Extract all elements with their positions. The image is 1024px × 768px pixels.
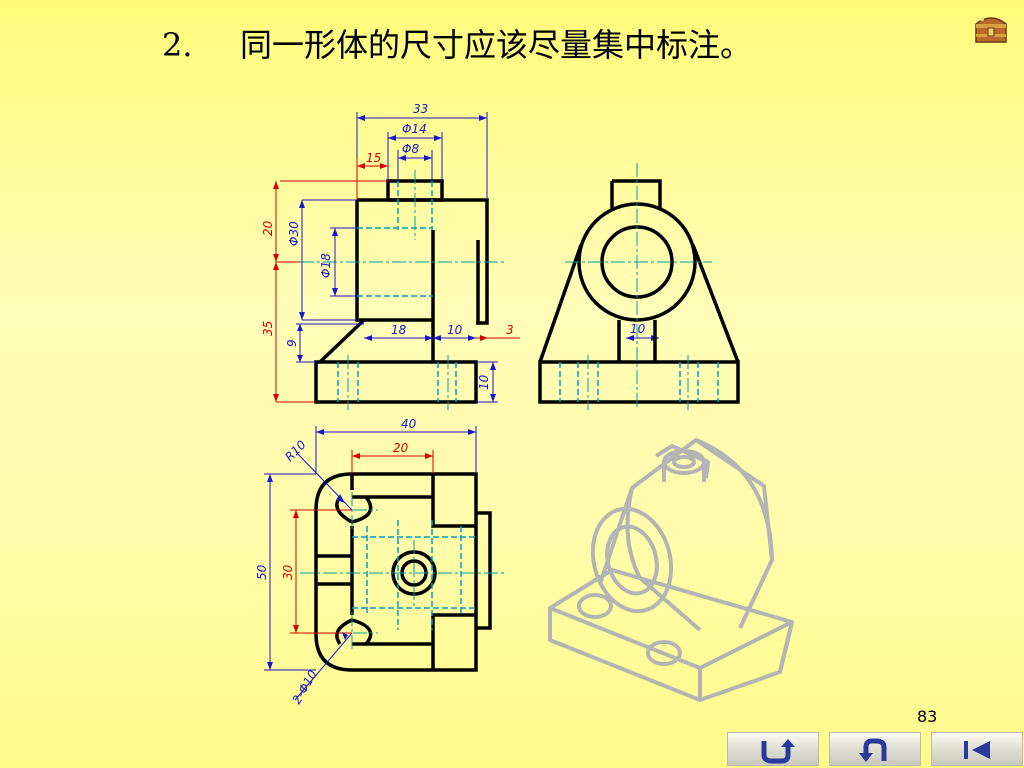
return-button[interactable] xyxy=(727,732,819,766)
front-view-center-lines xyxy=(300,170,505,410)
front-view xyxy=(314,179,489,404)
side-view-center-lines xyxy=(565,163,712,410)
dim-10-height-text: 10 xyxy=(477,374,491,390)
front-view-dimension-lines xyxy=(275,112,659,403)
title-number: 2. xyxy=(162,26,193,64)
front-view-hidden-lines xyxy=(337,181,457,402)
dim-18-text: 18 xyxy=(391,323,407,337)
back-button[interactable] xyxy=(829,732,921,766)
dim-9-text: 9 xyxy=(285,339,299,347)
dim-side-10-text: 10 xyxy=(630,322,646,336)
dim-50-text: 50 xyxy=(255,564,269,580)
top-view-center-lines xyxy=(300,492,505,652)
skip-to-start-icon xyxy=(964,741,990,759)
dim-diameter-14-text: Φ14 xyxy=(402,122,427,136)
dim-15-text: 15 xyxy=(366,151,381,165)
dim-2x10-text: 2-Φ10 xyxy=(289,667,320,706)
dim-diameter-8-text: Φ8 xyxy=(402,142,419,156)
dim-10-text: 10 xyxy=(447,323,463,337)
title-text: 同一形体的尺寸应该尽量集中标注。 xyxy=(240,26,753,64)
return-arrow-icon xyxy=(761,739,795,764)
dim-diameter-18-text: Φ18 xyxy=(319,253,333,278)
dim-20-text: 20 xyxy=(261,220,275,236)
dim-r10-text: R10 xyxy=(282,437,309,464)
top-view-dimension-lines xyxy=(264,426,477,701)
treasure-chest-icon[interactable] xyxy=(972,10,1010,46)
side-view xyxy=(538,179,740,404)
page-number: 83 xyxy=(917,707,938,726)
first-page-button[interactable] xyxy=(931,732,1023,766)
dim-3-text: 3 xyxy=(506,323,514,337)
dim-30-text: 30 xyxy=(281,564,295,580)
top-view xyxy=(314,472,492,672)
dim-20-text: 20 xyxy=(393,441,409,455)
dim-diameter-30-text: Φ30 xyxy=(287,221,301,246)
isometric-view xyxy=(548,438,794,702)
undo-arrow-icon xyxy=(859,738,887,762)
dim-35-text: 35 xyxy=(261,321,275,336)
side-view-hidden-lines xyxy=(559,362,719,402)
dim-40-text: 40 xyxy=(401,417,417,431)
dim-33-text: 33 xyxy=(413,102,428,116)
slide-title: 2. 同一形体的尺寸应该尽量集中标注。 xyxy=(162,20,752,66)
